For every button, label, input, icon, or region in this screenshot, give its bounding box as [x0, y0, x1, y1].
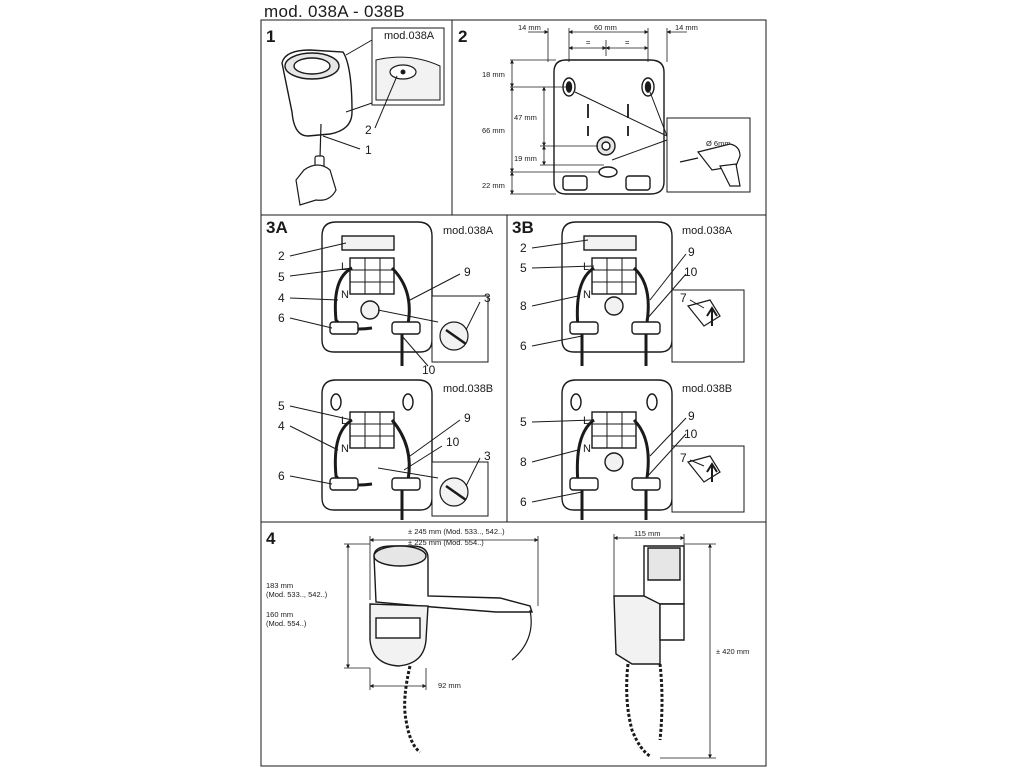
panel-1-number: 1: [266, 27, 275, 46]
panel-2-dim-equal-left: =: [586, 38, 591, 47]
panel-3b-top-terminal-live: L: [583, 261, 589, 273]
panel-4-dim-width-1: ± 245 mm (Mod. 533.., 542..): [408, 527, 505, 536]
panel-3b-number: 3B: [512, 218, 534, 237]
panel-4-dim-width-2: ± 225 mm (Mod. 554..): [408, 538, 484, 547]
panel-3a-bottom-model: mod.038B: [443, 383, 493, 395]
panel-3a-bottom-callout-3: 3: [484, 449, 491, 463]
panel-3a-number: 3A: [266, 218, 288, 237]
panel-1-callout-lines: [322, 75, 398, 150]
panel-2-dim-lower-height: 19 mm: [514, 154, 537, 163]
panel-3a-bottom-callout-lines: [289, 405, 481, 487]
panel-3a-bottom-callout-9: 9: [464, 411, 471, 425]
panel-3b-top-callout-lines: [531, 239, 705, 347]
panel-1-inset: mod.038A: [371, 27, 445, 106]
panel-3b-top-clip-detail: [671, 289, 745, 363]
panel-3a-top-terminal-live: L: [341, 261, 347, 273]
panel-2-dim-mid-height: 47 mm: [514, 113, 537, 122]
panel-2: 2: [458, 23, 751, 195]
panel-4-dim-height-1b: (Mod. 533.., 542..): [266, 590, 328, 599]
panel-3b-top-callout-8: 8: [520, 299, 527, 313]
panel-3b-top-callout-2: 2: [520, 241, 527, 255]
panel-1-inset-label: mod.038A: [384, 30, 435, 42]
panel-3a-top-callout-3: 3: [484, 291, 491, 305]
panel-2-dim-top-offset: 18 mm: [482, 70, 505, 79]
document-title: mod. 038A - 038B: [264, 2, 405, 21]
panel-3a-top-callout-9: 9: [464, 265, 471, 279]
panel-3a-top-callout-6: 6: [278, 311, 285, 325]
panel-2-dim-total-height: 66 mm: [482, 126, 505, 135]
panel-2-backplate: [553, 59, 665, 195]
panel-3a-top-wire-detail: [377, 295, 489, 363]
panel-4-dimension-lines: [344, 534, 716, 759]
panel-3b-bottom-callout-5: 5: [520, 415, 527, 429]
panel-2-dim-bottom-offset: 22 mm: [482, 181, 505, 190]
panel-3a-bottom-callout-10: 10: [446, 435, 460, 449]
panel-3b-bottom-callout-lines: [531, 417, 705, 503]
panel-3a-top-model: mod.038A: [443, 225, 494, 237]
panel-3b-bottom-callout-9: 9: [688, 409, 695, 423]
panel-3a-bottom-callout-4: 4: [278, 419, 285, 433]
panel-3b-bottom-callout-6: 6: [520, 495, 527, 509]
panel-2-dim-equal-right: =: [625, 38, 630, 47]
panel-3b-top-callout-10: 10: [684, 265, 698, 279]
panel-4-dim-height-2b: (Mod. 554..): [266, 619, 307, 628]
panel-1-dryer-holder: [281, 39, 373, 137]
panel-4-number: 4: [266, 529, 276, 548]
panel-grid: [260, 19, 767, 767]
panel-2-dim-left-margin: 14 mm: [518, 23, 541, 32]
panel-3a-bottom-terminal-neutral: N: [341, 443, 349, 455]
panel-4-dim-side-width: 115 mm: [634, 529, 661, 538]
panel-3b-bottom-model: mod.038B: [682, 383, 732, 395]
panel-4-dim-side-height: ± 420 mm: [716, 647, 749, 656]
panel-1: 1 mod.038A 2 1: [266, 27, 445, 206]
panel-4: 4: [266, 527, 749, 759]
panel-3b-bottom-terminal-neutral: N: [583, 443, 591, 455]
panel-1-callout-2: 2: [365, 123, 372, 137]
panel-3a-top-callout-10: 10: [422, 363, 436, 377]
panel-1-screwdriver-hand: [295, 123, 337, 206]
panel-3a-bottom-terminal-live: L: [341, 415, 347, 427]
panel-3b: 3B mod.038A L N: [512, 218, 745, 520]
panel-3a-top-callout-lines: [289, 242, 481, 367]
panel-3b-top-callout-7: 7: [680, 291, 687, 305]
panel-2-number: 2: [458, 27, 467, 46]
panel-2-dimension-lines: [510, 28, 687, 195]
panel-3a-top-callout-2: 2: [278, 249, 285, 263]
panel-3b-top-terminal-neutral: N: [583, 289, 591, 301]
panel-3b-top-unit: [561, 221, 673, 366]
panel-2-dim-right-margin: 14 mm: [675, 23, 698, 32]
panel-3b-top-callout-6: 6: [520, 339, 527, 353]
drill-icon: [679, 143, 741, 187]
panel-3a-bottom-callout-5: 5: [278, 399, 285, 413]
panel-2-drill-size: Ø 6mm: [706, 139, 731, 148]
panel-2-drill-inset: Ø 6mm: [574, 91, 751, 193]
panel-3a-bottom-wire-detail: [377, 461, 489, 517]
panel-4-dim-height-2a: 160 mm: [266, 610, 293, 619]
panel-3a-bottom-callout-6: 6: [278, 469, 285, 483]
panel-4-dim-height-1a: 183 mm: [266, 581, 293, 590]
panel-3b-top-callout-5: 5: [520, 261, 527, 275]
panel-3b-bottom-terminal-live: L: [583, 415, 589, 427]
panel-4-dim-depth: 92 mm: [438, 681, 461, 690]
panel-3a-top-callout-5: 5: [278, 270, 285, 284]
panel-3b-bottom-callout-10: 10: [684, 427, 698, 441]
panel-3a-top-callout-4: 4: [278, 291, 285, 305]
panel-3b-bottom-callout-8: 8: [520, 455, 527, 469]
panel-3b-top-model: mod.038A: [682, 225, 733, 237]
panel-4-front-dryer: [369, 545, 533, 754]
panel-2-dim-spacing: 60 mm: [594, 23, 617, 32]
panel-1-callout-1: 1: [365, 143, 372, 157]
panel-3a-top-terminal-neutral: N: [341, 289, 349, 301]
panel-3a-top-unit: [321, 221, 433, 366]
panel-3a: 3A mod.038A L N: [266, 218, 494, 520]
panel-4-side-dryer: [613, 545, 685, 758]
panel-3b-top-callout-9: 9: [688, 245, 695, 259]
panel-3b-bottom-callout-7: 7: [680, 451, 687, 465]
panel-3a-bottom-unit: [321, 379, 433, 520]
